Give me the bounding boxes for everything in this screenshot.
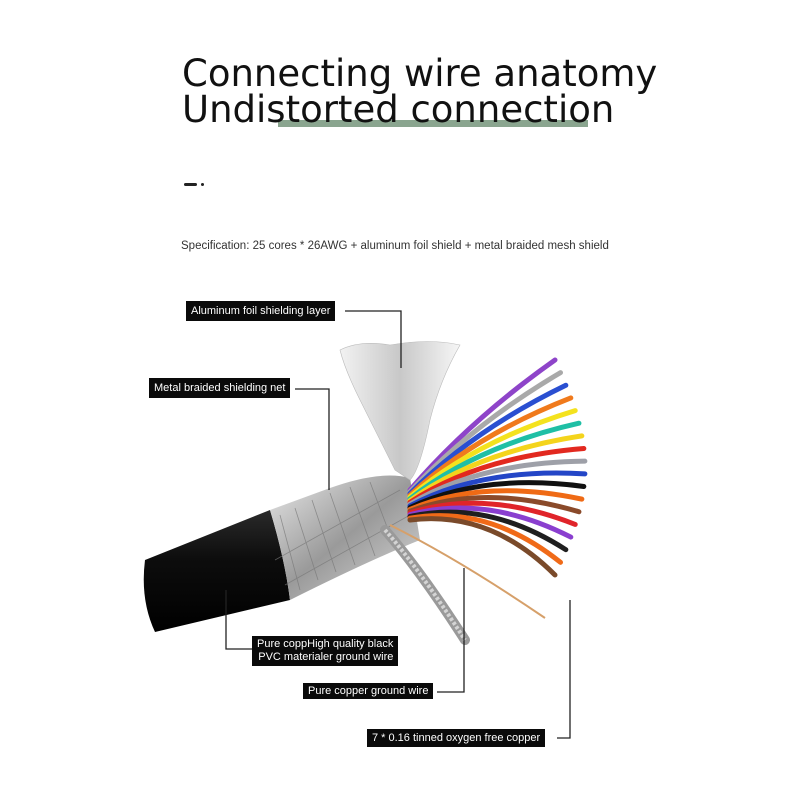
copper-drain-wire <box>389 524 546 619</box>
leader-jacket <box>225 590 252 650</box>
wire-strand <box>407 470 588 509</box>
callout-pvc-line-1: Pure coppHigh quality black <box>257 638 394 650</box>
title-line-1: Connecting wire anatomy <box>182 52 658 95</box>
aluminum-foil <box>339 341 461 481</box>
callout-pvc-jacket: Pure coppHigh quality black PVC material… <box>252 636 399 666</box>
callout-tinned-copper: 7 * 0.16 tinned oxygen free copper <box>367 729 546 747</box>
wire-strand <box>407 516 558 578</box>
callout-pvc-line-2: PVC materialer ground wire <box>258 651 394 663</box>
leader-braid <box>295 388 330 490</box>
title-line-2: Undistorted connection <box>182 88 615 131</box>
wire-strand <box>407 500 578 527</box>
braided-shield <box>270 475 420 600</box>
wire-strand <box>407 505 574 540</box>
decorative-dash <box>184 183 197 186</box>
callout-aluminum-foil: Aluminum foil shielding layer <box>186 301 336 321</box>
callout-ground-wire: Pure copper ground wire <box>303 683 434 699</box>
specification-text: Specification: 25 cores * 26AWG + alumin… <box>181 240 609 252</box>
decorative-dot <box>201 183 204 186</box>
wire-strand <box>407 480 587 511</box>
leader-foil <box>345 310 402 368</box>
leader-ground <box>437 568 465 693</box>
callout-metal-braided: Metal braided shielding net <box>149 378 291 398</box>
wire-strand <box>407 509 569 553</box>
title-accent-underline <box>278 120 588 127</box>
leader-conductor <box>557 600 571 739</box>
wire-strand <box>407 495 582 515</box>
pvc-jacket <box>143 510 290 632</box>
wire-strand <box>407 513 564 565</box>
wire-strand <box>407 488 585 512</box>
